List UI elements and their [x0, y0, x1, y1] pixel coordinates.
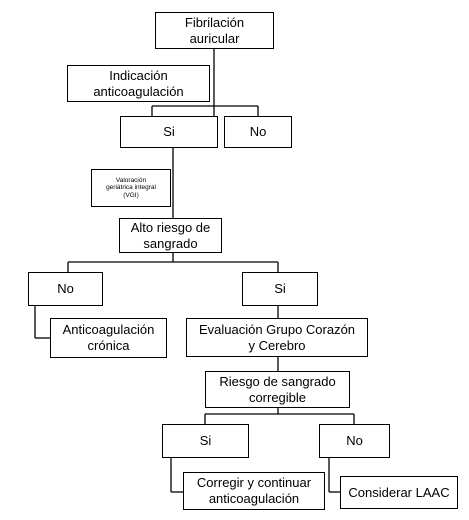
node-si-2: Si [242, 272, 318, 306]
node-si-3: Si [162, 424, 249, 458]
node-no-2: No [28, 272, 103, 306]
node-riesgo-sangrado-corregible: Riesgo de sangrado corregible [205, 371, 350, 408]
node-anticoagulacion-cronica: Anticoagulación crónica [50, 318, 167, 358]
node-considerar-laac: Considerar LAAC [340, 476, 458, 509]
node-si-1: Si [120, 116, 218, 148]
node-valoracion-geriatrica: Valoración geriátrica integral (VGI) [91, 169, 171, 207]
node-evaluacion-grupo-corazon-cerebro: Evaluación Grupo Corazón y Cerebro [186, 318, 368, 357]
node-corregir-continuar: Corregir y continuar anticoagulación [183, 472, 325, 510]
node-no-1: No [224, 116, 292, 148]
node-alto-riesgo-sangrado: Alto riesgo de sangrado [119, 218, 222, 253]
node-fibrilacion-auricular: Fibrilación auricular [155, 12, 274, 49]
node-indicacion-anticoagulacion: Indicación anticoagulación [67, 65, 210, 102]
node-no-3: No [319, 424, 390, 458]
